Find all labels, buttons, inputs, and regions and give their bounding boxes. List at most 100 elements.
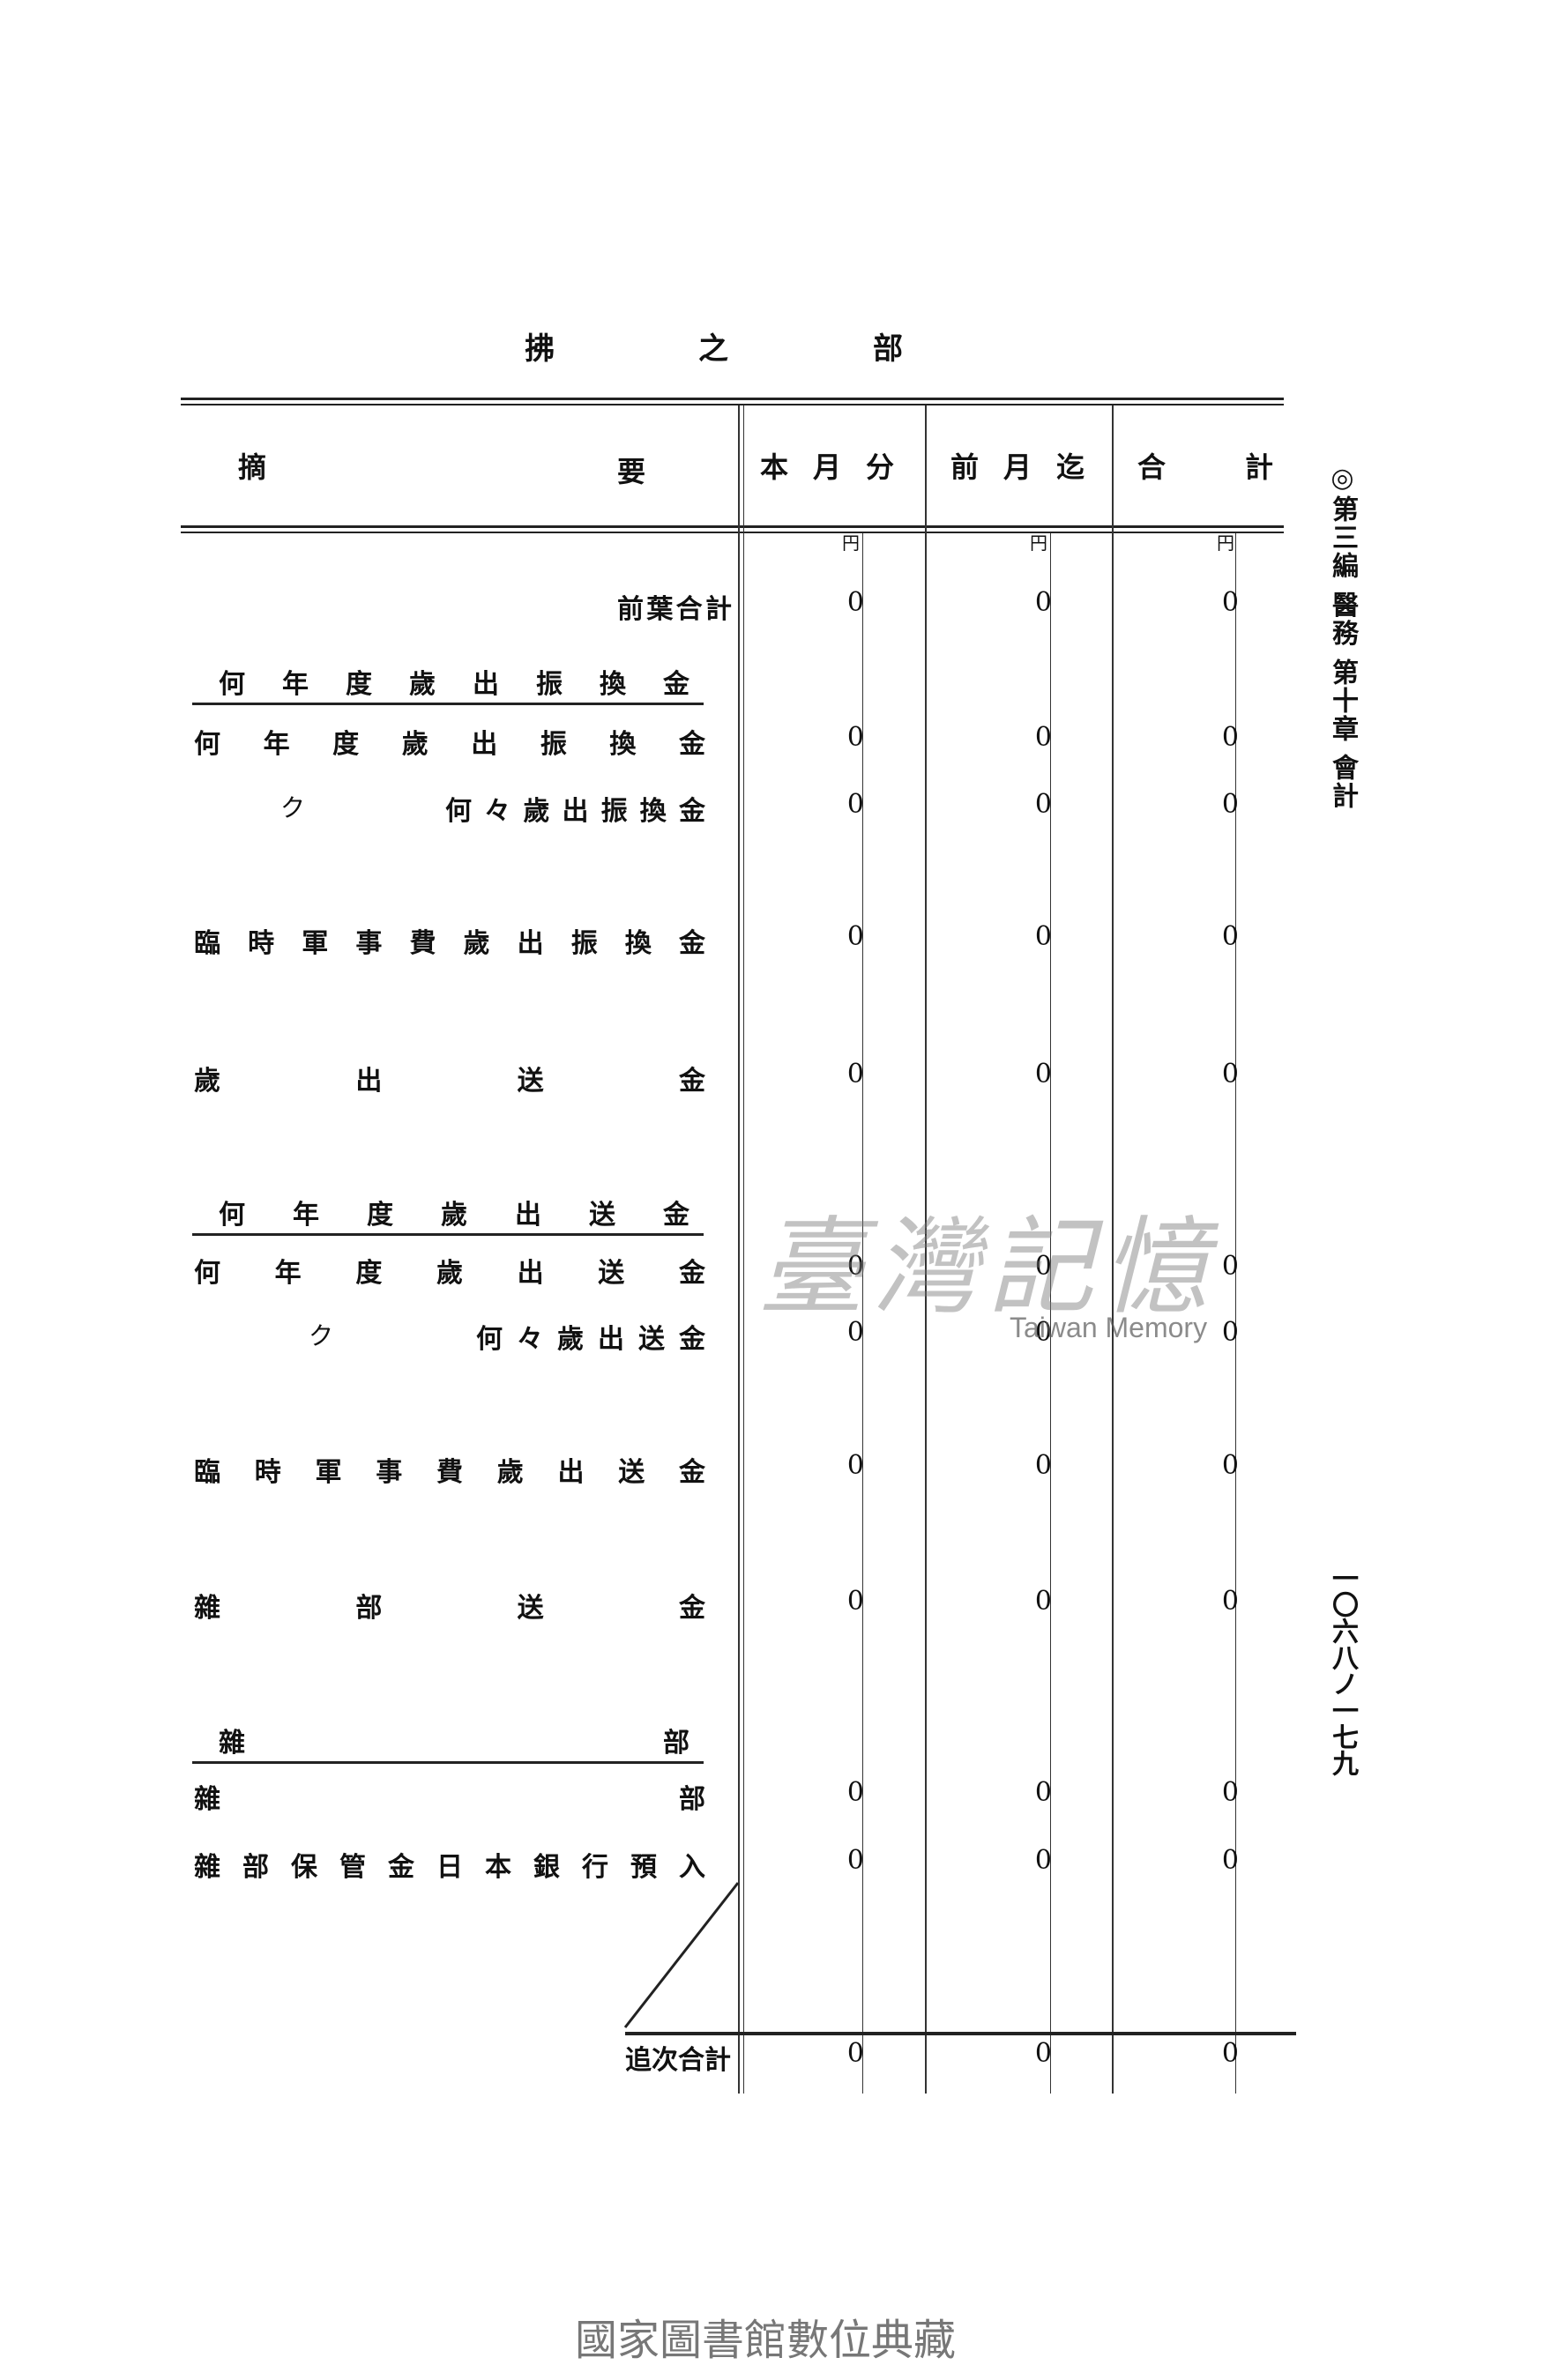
header-summary-right: 要 (617, 455, 646, 488)
label-char: 金 (388, 1852, 414, 1883)
column-divider-3 (1112, 405, 1114, 2094)
value-previous: 0 (1034, 1586, 1052, 1617)
label-char: 度 (332, 729, 360, 760)
section-heading: 雜部 (192, 1721, 704, 1764)
sub-divider-3 (1235, 533, 1236, 2094)
label-char: 何 (194, 1258, 220, 1289)
value-this-month: 0 (846, 722, 864, 753)
value-total: 0 (1221, 587, 1239, 618)
value-previous: 0 (1034, 789, 1052, 820)
value-previous: 0 (1034, 921, 1052, 952)
label-char: 事 (376, 1457, 403, 1488)
label-char: 歲 (441, 1200, 467, 1231)
label-char: 年 (263, 729, 290, 760)
label-char: 年 (282, 669, 309, 700)
label-char: 金 (678, 1593, 705, 1624)
ditto-mark: ク (309, 1321, 334, 1350)
currency-unit-2: 円 (1030, 532, 1047, 554)
column-divider-1 (738, 405, 740, 2094)
sub-divider-1 (862, 533, 863, 2094)
label-char: 換 (624, 928, 652, 959)
label-char: 々 (517, 1324, 543, 1355)
table-top-rule-inner (181, 404, 1284, 405)
watermark-subtitle: Taiwan Memory (1010, 1312, 1208, 1343)
value-previous: 0 (1034, 1845, 1052, 1876)
label-char: 事 (355, 928, 383, 959)
column-divider-1b (743, 405, 744, 2094)
label-char: 歲 (463, 928, 490, 959)
value-total: 0 (1221, 789, 1239, 820)
label-char: 時 (254, 1457, 281, 1488)
label-char: 出 (598, 1324, 624, 1355)
label-char: 臨 (194, 1457, 220, 1488)
value-previous: 0 (1034, 1777, 1052, 1808)
row-label: 臨時軍事費歲出振換金 (194, 921, 705, 960)
row-label: 臨時軍事費歲出送金 (194, 1450, 705, 1489)
label-char: 歲 (496, 1457, 524, 1488)
value-total: 0 (1221, 1777, 1239, 1808)
label-char: 日 (436, 1852, 463, 1883)
label-char: 臨 (194, 928, 220, 959)
watermark-title: 臺灣記憶 (758, 1207, 1217, 1329)
total-value-previous: 0 (1034, 2038, 1052, 2069)
label-char: 々 (484, 796, 511, 827)
label-char: 何 (219, 669, 245, 700)
label-char: 歲 (409, 669, 436, 700)
currency-unit-3: 円 (1217, 532, 1234, 554)
label-char: 歲 (194, 1066, 220, 1097)
value-this-month: 0 (846, 1251, 864, 1282)
value-this-month: 0 (846, 1317, 864, 1348)
label-char: 金 (678, 729, 705, 760)
label-char: 換 (609, 729, 637, 760)
label-char: 金 (678, 928, 705, 959)
label-char: 本 (485, 1852, 511, 1883)
header-this-month: 本月分 (760, 450, 920, 484)
value-total: 0 (1221, 1845, 1239, 1876)
margin-section: ◎第三編 醫務 第十章 會計 (1327, 463, 1358, 811)
label-char: 送 (589, 1200, 615, 1231)
value-total: 0 (1221, 722, 1239, 753)
section-heading: 何年度歲出振換金 (192, 662, 704, 705)
row-label: 前葉合計 (617, 587, 732, 626)
label-char: 前 (617, 594, 644, 625)
label-char: 度 (346, 669, 372, 700)
label-char: 雜 (194, 1784, 220, 1815)
value-previous: 0 (1034, 1059, 1052, 1090)
total-value-total: 0 (1221, 2038, 1239, 2069)
ditto-mark: ク (280, 793, 306, 822)
label-char: 出 (557, 1457, 585, 1488)
label-char: 部 (242, 1852, 269, 1883)
label-char: 歲 (557, 1324, 584, 1355)
row-label: 何年度歲出振換金 (194, 722, 705, 761)
value-this-month: 0 (846, 587, 864, 618)
label-char: 出 (562, 796, 589, 827)
value-this-month: 0 (846, 1059, 864, 1090)
value-this-month: 0 (846, 1586, 864, 1617)
value-total: 0 (1221, 1450, 1239, 1481)
label-char: 振 (600, 796, 628, 827)
column-divider-2 (925, 405, 927, 2094)
label-char: 何 (445, 796, 472, 827)
total-rule (625, 2032, 1296, 2035)
label-char: 入 (679, 1852, 705, 1883)
label-char: 送 (517, 1066, 544, 1097)
label-char: 出 (473, 669, 499, 700)
table-top-rule (181, 398, 1284, 400)
label-char: 銀 (533, 1852, 560, 1883)
label-char: 雜 (194, 1593, 220, 1624)
row-label: 何々歲出送金 (476, 1317, 705, 1356)
value-previous: 0 (1034, 1317, 1052, 1348)
label-char: 軍 (315, 1457, 342, 1488)
value-this-month: 0 (846, 1777, 864, 1808)
label-char: 度 (367, 1200, 393, 1231)
label-char: 出 (517, 1258, 544, 1289)
row-label: 雜部保管金日本銀行預入 (194, 1845, 705, 1884)
label-char: 歲 (523, 796, 550, 827)
value-previous: 0 (1034, 1251, 1052, 1282)
label-char: 金 (663, 669, 690, 700)
row-label: 何年度歲出送金 (194, 1251, 705, 1290)
total-label: 追次合計 (625, 2045, 731, 2076)
label-char: 部 (355, 1593, 383, 1624)
header-summary-left: 摘 (238, 450, 267, 484)
label-char: 送 (638, 1324, 665, 1355)
